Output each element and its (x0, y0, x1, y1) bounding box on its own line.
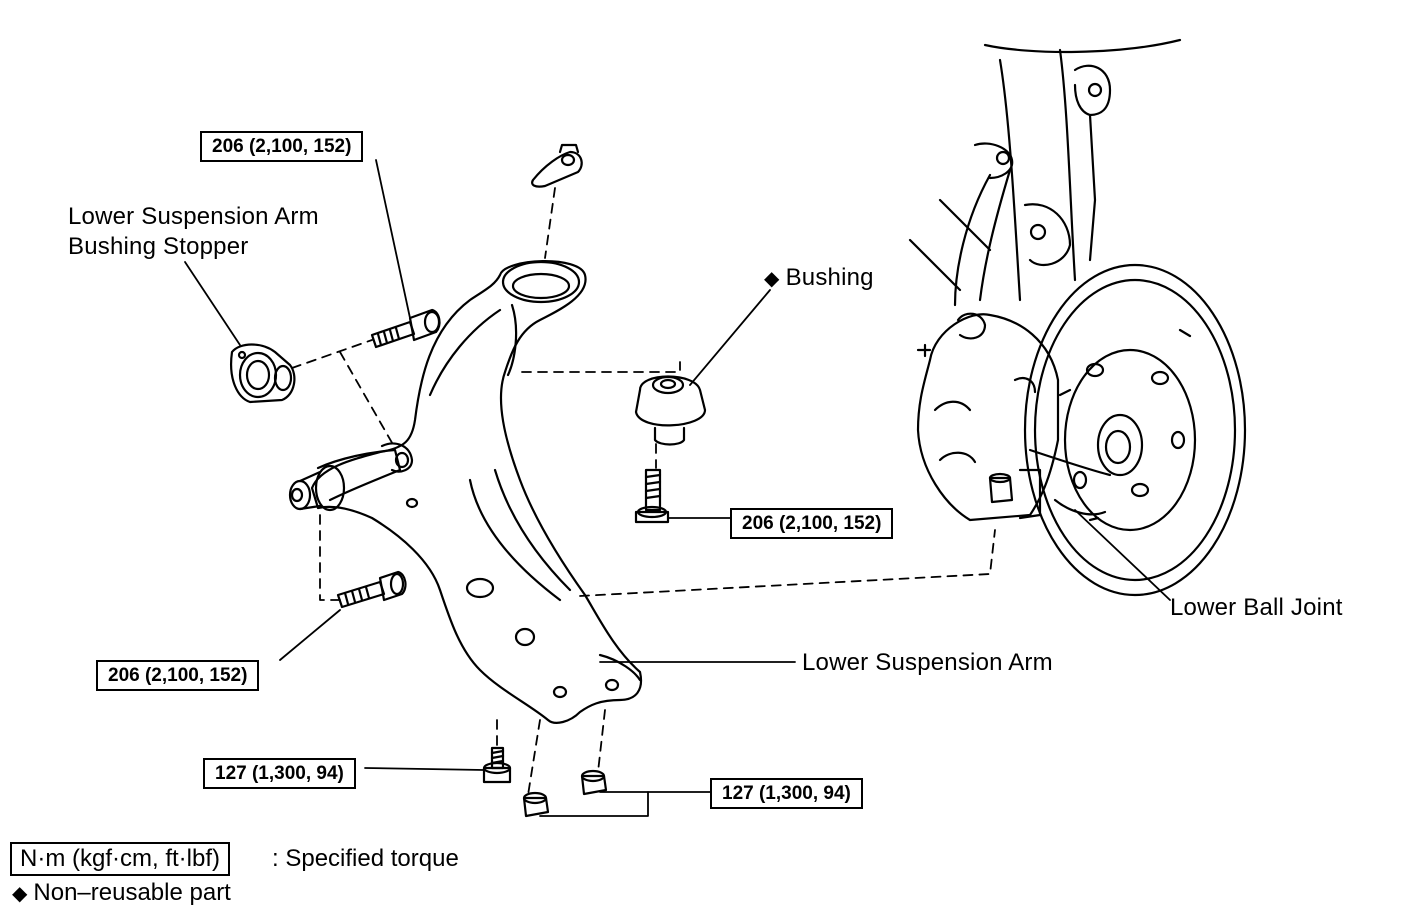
label-bushing-stopper: Lower Suspension Arm Bushing Stopper (68, 203, 319, 260)
label-lower-ball-joint: Lower Ball Joint (1170, 594, 1343, 621)
legend-nonreusable-text: Non–reusable part (33, 879, 231, 906)
front-bolt-drawing (336, 570, 407, 609)
legend-unit-desc: : Specified torque (272, 845, 459, 872)
bushing-bolt-drawing (634, 468, 670, 524)
label-bushing-text: Bushing (785, 264, 874, 291)
torque-front-bolt: 206 (2,100, 152) (96, 660, 260, 691)
legend-nonreusable: ◆Non–reusable part (12, 881, 231, 905)
legend-unit-box: N·m (kgf·cm, ft·lbf) (10, 842, 230, 876)
steering-knuckle-drawing (908, 38, 1247, 597)
torque-ball-joint-bolt: 127 (1,300, 94) (203, 758, 356, 789)
diamond-icon: ◆ (764, 268, 780, 290)
bushing-drawing (634, 375, 707, 446)
leader-lines (184, 159, 1171, 817)
lower-suspension-arm-drawing (288, 260, 643, 724)
ball-joint-nuts-drawing (522, 769, 608, 818)
label-lower-suspension-arm: Lower Suspension Arm (802, 649, 1053, 676)
top-bolt-drawing (370, 308, 441, 349)
assembly-lines (291, 187, 996, 796)
cam-plate-drawing (531, 143, 583, 188)
label-bushing: ◆Bushing (764, 266, 874, 290)
torque-top-bolt: 206 (2,100, 152) (200, 131, 364, 162)
legend-diamond-icon: ◆ (12, 883, 28, 905)
torque-bushing-bolt: 206 (2,100, 152) (730, 508, 894, 539)
ball-joint-bolt-drawing (482, 746, 512, 784)
torque-ball-joint-nuts: 127 (1,300, 94) (710, 778, 863, 809)
bushing-stopper-drawing (230, 343, 296, 404)
